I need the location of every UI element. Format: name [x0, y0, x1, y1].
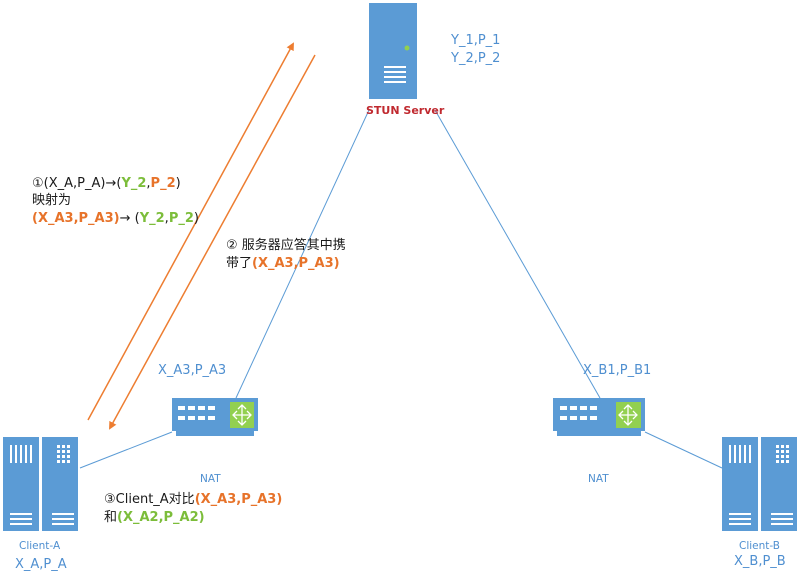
- client-b-addr: X_B,P_B: [734, 554, 786, 569]
- step2-line1: ② 服务器应答其中携: [226, 238, 346, 253]
- step3-line1: ③Client_A对比(X_A3,P_A3): [104, 492, 283, 507]
- link-nat-b-client-b: [644, 431, 723, 469]
- step1-line2: 映射为: [32, 193, 72, 208]
- nat-b-label: NAT: [588, 473, 609, 485]
- nat-a-addr: X_A3,P_A3: [158, 363, 227, 378]
- client-a-name: Client-A: [19, 540, 61, 552]
- step3-line2: 和(X_A2,P_A2): [104, 510, 205, 525]
- response-arrow: [109, 54, 316, 430]
- link-client-a-nat-a: [79, 431, 173, 469]
- server-addr-1: Y_1,P_1: [451, 33, 501, 48]
- client-b-server-icon: [722, 437, 797, 531]
- client-a-addr: X_A,P_A: [15, 557, 67, 572]
- nat-b-addr: X_B1,P_B1: [583, 363, 652, 378]
- nat-b-switch-icon: [553, 398, 645, 436]
- step2-line2: 带了(X_A3,P_A3): [226, 256, 340, 271]
- stun-server-icon: [369, 3, 417, 99]
- step1-line3: (X_A3,P_A3)→ (Y_2,P_2): [32, 211, 199, 226]
- link-server-nat-b: [434, 109, 601, 399]
- client-b-name: Client-B: [739, 540, 781, 552]
- link-server-nat-a: [235, 109, 370, 399]
- nat-a-label: NAT: [200, 473, 221, 485]
- client-a-server-icon: [3, 437, 78, 531]
- request-arrow: [87, 42, 294, 421]
- nat-a-switch-icon: [172, 398, 258, 436]
- step1-line1: ①(X_A,P_A)→(Y_2,P_2): [32, 176, 181, 191]
- server-name: STUN Server: [366, 104, 445, 117]
- server-addr-2: Y_2,P_2: [451, 51, 501, 66]
